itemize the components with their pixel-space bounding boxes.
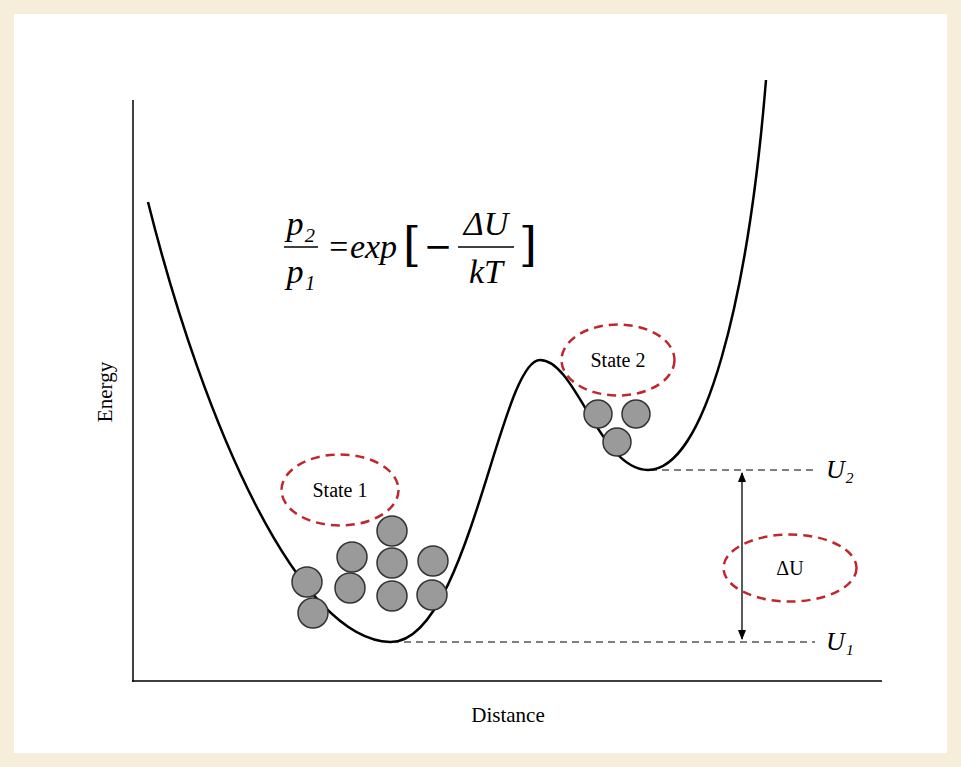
ellipse-stroke	[282, 455, 399, 526]
fraction-bar	[284, 246, 318, 248]
level-label: U₂	[826, 456, 854, 485]
x-axis	[132, 680, 882, 682]
fraction-bar	[458, 246, 514, 248]
bracket: ]	[519, 220, 537, 271]
state-label: State 1	[313, 479, 368, 502]
level-line	[392, 641, 815, 642]
dashed-ellipse: ΔU	[722, 533, 858, 603]
formula-term: p₁	[287, 253, 316, 290]
axis-label: Energy	[94, 362, 117, 422]
level-line	[650, 469, 815, 470]
state-label: ΔU	[773, 556, 806, 581]
panel	[14, 14, 947, 753]
minus-sign: −	[424, 228, 453, 265]
delta-arrow	[741, 473, 742, 639]
state-label: State 2	[591, 349, 646, 372]
level-label: U₁	[826, 628, 854, 657]
formula-term: ΔU	[464, 205, 509, 242]
particles	[292, 400, 650, 628]
bracket: [	[403, 220, 421, 271]
y-axis	[132, 100, 134, 682]
axis-label: Distance	[471, 704, 544, 727]
energy-curve	[148, 80, 766, 642]
formula-term: p₂	[287, 205, 316, 242]
formula-term: =exp	[327, 228, 397, 265]
ellipse-stroke	[562, 325, 675, 396]
dashed-ellipse: State 2	[560, 323, 676, 397]
formula-term: kT	[469, 253, 503, 290]
dashed-ellipse: State 1	[280, 453, 400, 527]
ellipse-stroke	[724, 535, 857, 602]
